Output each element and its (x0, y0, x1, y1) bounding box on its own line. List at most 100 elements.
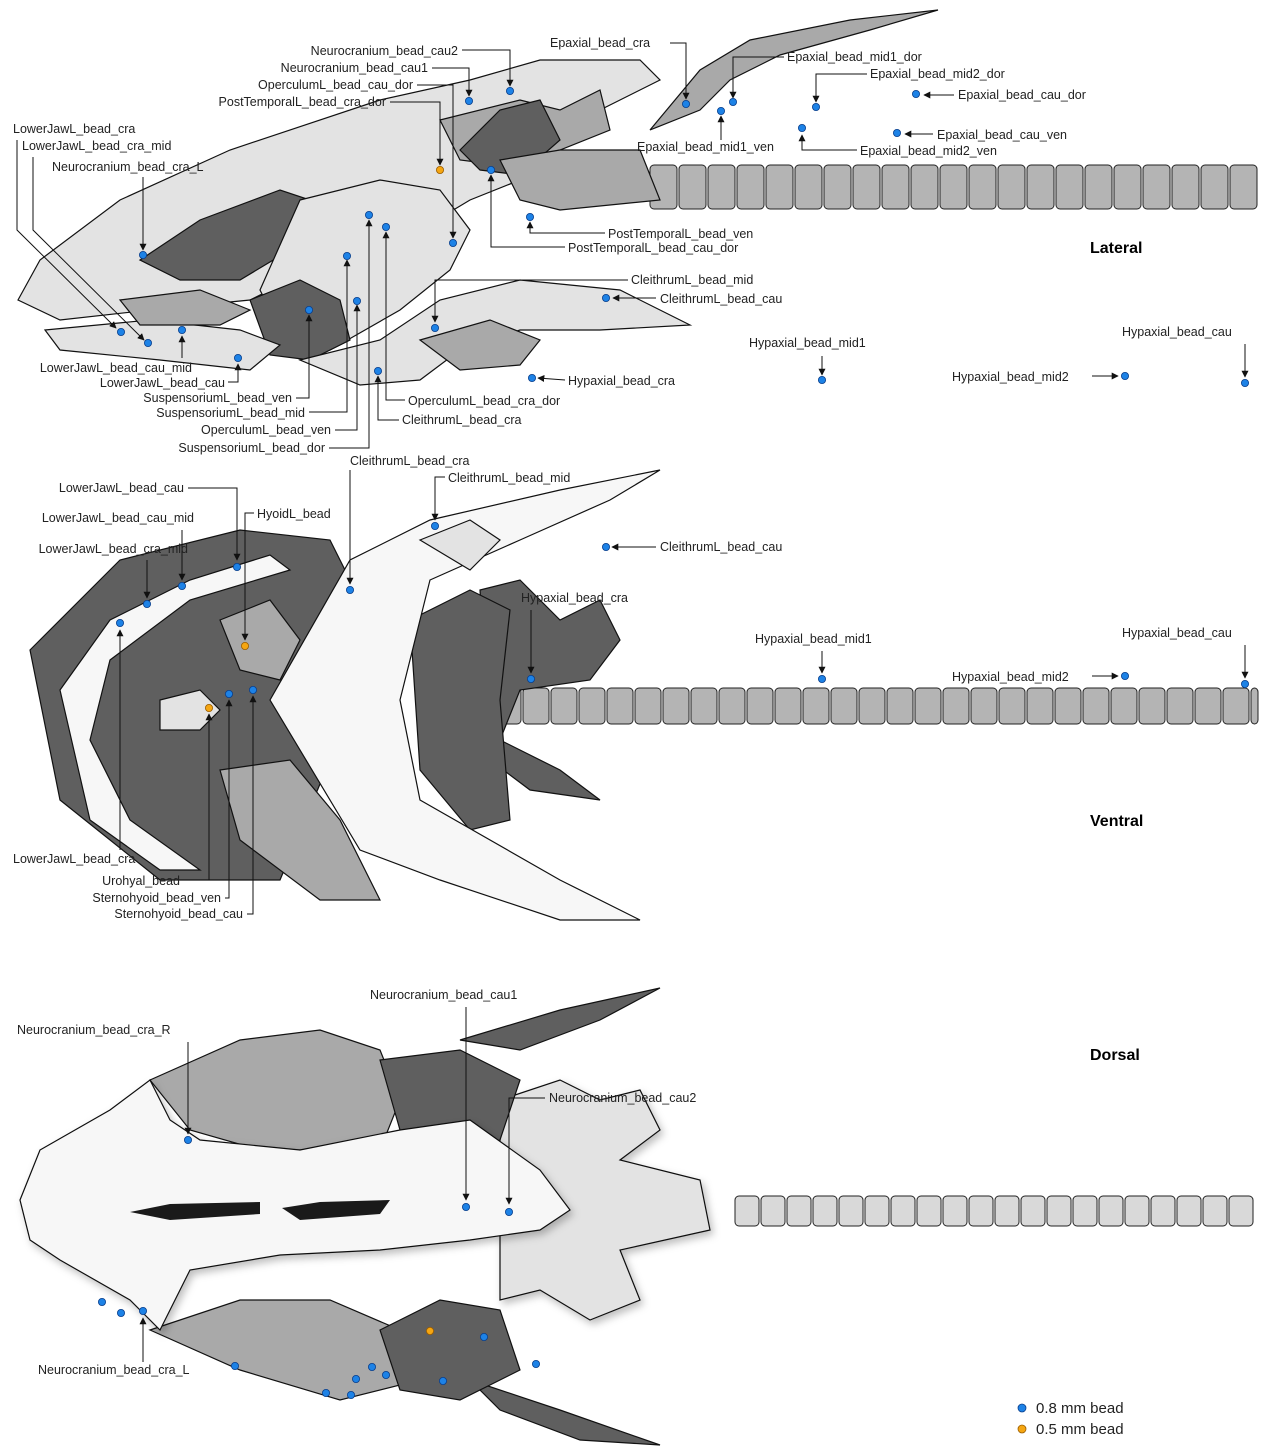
label-lat-lowerjaw-cra: LowerJawL_bead_cra (13, 122, 135, 136)
dorsal-vertebra-6 (891, 1196, 915, 1226)
label-ven-sternohyoid-ven: Sternohyoid_bead_ven (92, 891, 221, 905)
dorsal-posttemporal-dark-lower (380, 1300, 520, 1400)
label-dor-neurocranium-cra-r: Neurocranium_bead_cra_R (17, 1023, 171, 1037)
label-lat-hypaxial-mid1: Hypaxial_bead_mid1 (749, 336, 866, 350)
large-bead-23 (234, 354, 241, 361)
lateral-vertebra-11 (969, 165, 996, 209)
ventral-title: Ventral (1090, 813, 1143, 830)
ventral-vertebra-7 (691, 688, 717, 724)
label-ven-hypaxial-cra: Hypaxial_bead_cra (521, 591, 628, 605)
ventral-vertebra-5 (635, 688, 661, 724)
small-bead-3 (436, 166, 443, 173)
lateral-vertebra-8 (882, 165, 909, 209)
ventral-vertebra-3 (579, 688, 605, 724)
large-bead-9 (812, 103, 819, 110)
large-bead-10 (912, 90, 919, 97)
label-lat-epaxial-mid2-ven: Epaxial_bead_mid2_ven (860, 144, 997, 158)
label-lat-epaxial-mid1-dor: Epaxial_bead_mid1_dor (787, 50, 922, 64)
lateral-view: Lateral (18, 10, 1257, 385)
ventral-vertebra-17 (971, 688, 997, 724)
large-bead-56 (382, 1371, 389, 1378)
legend-small-marker (1018, 1425, 1026, 1433)
label-lat-lowerjaw-cra-mid: LowerJawL_bead_cra_mid (22, 139, 171, 153)
lateral-vertebra-19 (1201, 165, 1228, 209)
label-ven-hypaxial-mid2: Hypaxial_bead_mid2 (952, 670, 1069, 684)
ventral-vertebra-23 (1139, 688, 1165, 724)
large-bead-16 (431, 324, 438, 331)
large-bead-18 (818, 376, 825, 383)
label-ven-cleithrum-mid: CleithrumL_bead_mid (448, 471, 570, 485)
ventral-vertebra-11 (803, 688, 829, 724)
label-lat-epaxial-cra: Epaxial_bead_cra (550, 36, 650, 50)
dorsal-vertebra-19 (1229, 1196, 1253, 1226)
label-lat-cleithrum-cau: CleithrumL_bead_cau (660, 292, 782, 306)
large-bead-31 (178, 582, 185, 589)
large-bead-17 (602, 294, 609, 301)
label-ven-cleithrum-cau: CleithrumL_bead_cau (660, 540, 782, 554)
label-lat-posttemporal-cra-dor: PostTemporalL_bead_cra_dor (219, 95, 386, 109)
large-bead-37 (527, 675, 534, 682)
label-lat-suspensorium-ven: SuspensoriumL_bead_ven (143, 391, 292, 405)
lateral-vertebra-18 (1172, 165, 1199, 209)
large-bead-45 (462, 1203, 469, 1210)
large-bead-4 (117, 328, 124, 335)
large-bead-44 (249, 686, 256, 693)
lateral-vertebra-15 (1085, 165, 1112, 209)
dorsal-vertebra-4 (839, 1196, 863, 1226)
label-lat-operculum-cau-dor: OperculumL_bead_cau_dor (258, 78, 413, 92)
lateral-vertebra-17 (1143, 165, 1170, 209)
label-ven-hypaxial-mid1: Hypaxial_bead_mid1 (755, 632, 872, 646)
ventral-vertebra-13 (859, 688, 885, 724)
large-bead-48 (139, 1307, 146, 1314)
ventral-vertebral-column (495, 688, 1258, 724)
large-bead-27 (365, 211, 372, 218)
label-ven-cleithrum-cra: CleithrumL_bead_cra (350, 454, 470, 468)
lateral-vertebra-9 (911, 165, 938, 209)
ventral-vertebra-18 (999, 688, 1025, 724)
large-bead-24 (305, 306, 312, 313)
dorsal-vertebra-5 (865, 1196, 889, 1226)
label-lat-suspensorium-mid: SuspensoriumL_bead_mid (156, 406, 305, 420)
large-bead-52 (322, 1389, 329, 1396)
large-bead-15 (487, 166, 494, 173)
dorsal-vertebra-7 (917, 1196, 941, 1226)
large-bead-5 (144, 339, 151, 346)
large-bead-36 (602, 543, 609, 550)
large-bead-49 (98, 1298, 105, 1305)
ventral-vertebra-15 (915, 688, 941, 724)
lateral-vertebra-20 (1230, 165, 1257, 209)
large-bead-39 (1241, 680, 1248, 687)
dorsal-vertebra-2 (787, 1196, 811, 1226)
ventral-vertebra-22 (1111, 688, 1137, 724)
lateral-vertebra-16 (1114, 165, 1141, 209)
label-lat-epaxial-mid2-dor: Epaxial_bead_mid2_dor (870, 67, 1005, 81)
large-bead-38 (818, 675, 825, 682)
dorsal-title: Dorsal (1090, 1047, 1140, 1064)
lateral-vertebra-2 (708, 165, 735, 209)
lateral-vertebral-column (650, 165, 1257, 209)
label-lat-epaxial-cau-dor: Epaxial_bead_cau_dor (958, 88, 1086, 102)
label-lat-epaxial-mid1-ven: Epaxial_bead_mid1_ven (637, 140, 774, 154)
lateral-vertebra-10 (940, 165, 967, 209)
large-bead-34 (346, 586, 353, 593)
ventral-vertebra-2 (551, 688, 577, 724)
dorsal-vertebra-12 (1047, 1196, 1071, 1226)
dorsal-spine-lower (470, 1380, 660, 1445)
dorsal-vertebra-3 (813, 1196, 837, 1226)
large-bead-0 (506, 87, 513, 94)
large-bead-29 (374, 367, 381, 374)
dorsal-vertebra-17 (1177, 1196, 1201, 1226)
label-lat-hypaxial-cra: Hypaxial_bead_cra (568, 374, 675, 388)
ventral-vertebra-9 (747, 688, 773, 724)
dorsal-vertebra-15 (1125, 1196, 1149, 1226)
label-lat-hypaxial-mid2: Hypaxial_bead_mid2 (952, 370, 1069, 384)
dorsal-vertebra-16 (1151, 1196, 1175, 1226)
label-ven-lowerjaw-cau-mid: LowerJawL_bead_cau_mid (42, 511, 194, 525)
large-bead-47 (505, 1208, 512, 1215)
large-bead-20 (1121, 372, 1128, 379)
large-bead-13 (798, 124, 805, 131)
dorsal-vertebra-11 (1021, 1196, 1045, 1226)
dorsal-vertebral-column (735, 1196, 1253, 1226)
label-ven-hyoid: HyoidL_bead (257, 507, 331, 521)
